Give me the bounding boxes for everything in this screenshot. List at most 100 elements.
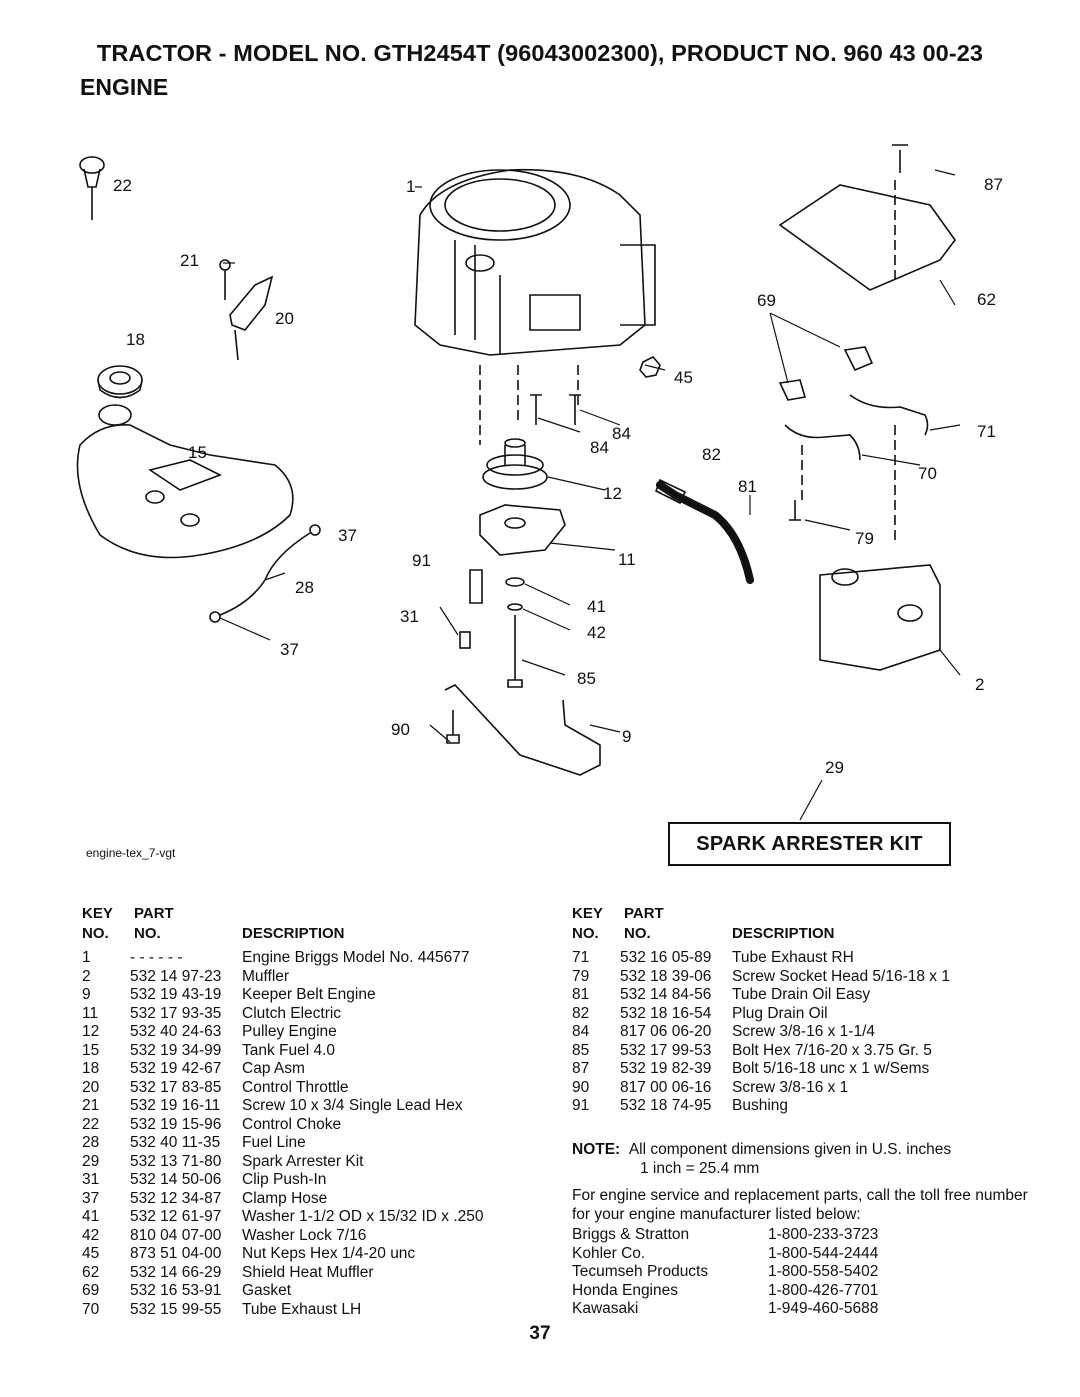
callout-15: 15 [188,443,207,462]
part-no: 532 13 71-80 [130,1152,222,1170]
fuel-cap-drawing [97,365,143,399]
description: Screw 3/8-16 x 1-1/4 [732,1023,876,1040]
key-no: 69 [82,1282,100,1299]
header-key-no: NO. [82,925,109,942]
note-line1: All component dimensions given in U.S. i… [628,1141,952,1158]
header-key: KEY [572,905,603,922]
callout-85: 85 [577,669,596,688]
callout-21: 21 [180,251,199,270]
part-no: 532 14 66-29 [130,1263,222,1281]
manufacturer-phone: 1-800-558-5402 [768,1263,879,1280]
part-no: 532 19 15-96 [130,1115,222,1133]
header-description: DESCRIPTION [242,925,345,942]
throttle-control-drawing [219,259,274,361]
contact-text: For engine service and replacement parts… [572,1187,1028,1223]
key-no: 42 [82,1226,100,1244]
key-no: 70 [82,1300,100,1318]
callout-90: 90 [391,720,410,739]
description: Tank Fuel 4.0 [242,1041,336,1059]
callout-82: 82 [702,445,721,464]
description: Tube Exhaust RH [732,949,854,966]
table-row: 31 532 14 50-06 Clip Push-In [82,1171,542,1190]
choke-control-drawing [79,156,105,220]
manufacturer-phone: 1-949-460-5688 [768,1300,879,1317]
callout-11: 11 [618,550,636,569]
part-no: 532 17 83-85 [130,1078,222,1096]
callout-2: 2 [975,675,985,694]
callout-79: 79 [855,529,874,548]
table-header-right: KEY PART NO. NO. DESCRIPTION [572,904,1032,944]
part-no: 817 06 06-20 [620,1023,712,1040]
fuel-tank-drawing [76,404,294,559]
table-header-left: KEY PART NO. NO. DESCRIPTION [82,904,542,944]
callout-45: 45 [674,368,693,387]
part-no: 532 19 34-99 [130,1041,222,1059]
part-no: 532 16 53-91 [130,1282,222,1299]
part-no: 532 14 97-23 [130,967,222,985]
description: Keeper Belt Engine [242,986,376,1003]
callout-18: 18 [126,330,145,349]
callout-87: 87 [984,175,1003,194]
note-line2: 1 inch = 25.4 mm [640,1159,760,1177]
part-no: 873 51 04-00 [130,1245,222,1262]
header-part: PART [134,905,174,922]
figure-id: engine-tex_7-vgt [86,846,176,860]
description: Plug Drain Oil [732,1004,828,1022]
callout-84-right: 84 [612,424,631,443]
key-no: 71 [572,949,590,966]
table-row: 70 532 15 99-55 Tube Exhaust LH [82,1301,542,1320]
description: Engine Briggs Model No. 445677 [242,949,470,966]
part-no: 532 19 43-19 [130,986,222,1003]
part-no: 532 18 16-54 [620,1004,712,1022]
note: NOTE: All component dimensions given in … [572,1141,951,1178]
header-key-no: NO. [572,925,599,942]
part-no: 532 16 05-89 [620,949,712,966]
heat-shield-drawing [778,144,956,291]
key-no: 41 [82,1208,100,1225]
key-no: 18 [82,1060,100,1077]
callout-70: 70 [918,464,937,483]
callout-31: 31 [400,607,419,626]
header-key: KEY [82,905,113,922]
callout-81: 81 [738,477,757,496]
key-no: 85 [572,1041,590,1059]
description: Nut Keps Hex 1/4-20 unc [242,1245,416,1262]
key-no: 1 [82,949,91,966]
description: Fuel Line [242,1134,306,1151]
callout-71: 71 [977,422,996,441]
callout-37-bottom: 37 [280,640,299,659]
callout-62: 62 [977,290,996,309]
part-no: 532 19 16-11 [130,1097,221,1114]
description: Tube Exhaust LH [242,1300,362,1318]
description: Control Throttle [242,1078,349,1096]
description: Screw 10 x 3/4 Single Lead Hex [242,1097,463,1114]
header-part-no: NO. [134,925,161,942]
callout-37-top: 37 [338,526,357,545]
part-no: 532 12 61-97 [130,1208,222,1225]
key-no: 9 [82,986,91,1003]
description: Bolt Hex 7/16-20 x 3.75 Gr. 5 [732,1041,932,1059]
description: Screw 3/8-16 x 1 [732,1078,849,1096]
manufacturer-phone: 1-800-233-3723 [768,1226,879,1243]
key-no: 31 [82,1171,100,1188]
description: Washer 1-1/2 OD x 15/32 ID x .250 [242,1208,484,1225]
part-no: 817 00 06-16 [620,1078,712,1096]
part-no: 532 14 50-06 [130,1171,222,1188]
key-no: 12 [82,1023,100,1040]
clutch-drawing [479,504,566,556]
part-no: 532 19 42-67 [130,1060,222,1077]
description: Washer Lock 7/16 [242,1226,367,1244]
part-no: 532 15 99-55 [130,1300,222,1318]
description: Clip Push-In [242,1171,327,1188]
